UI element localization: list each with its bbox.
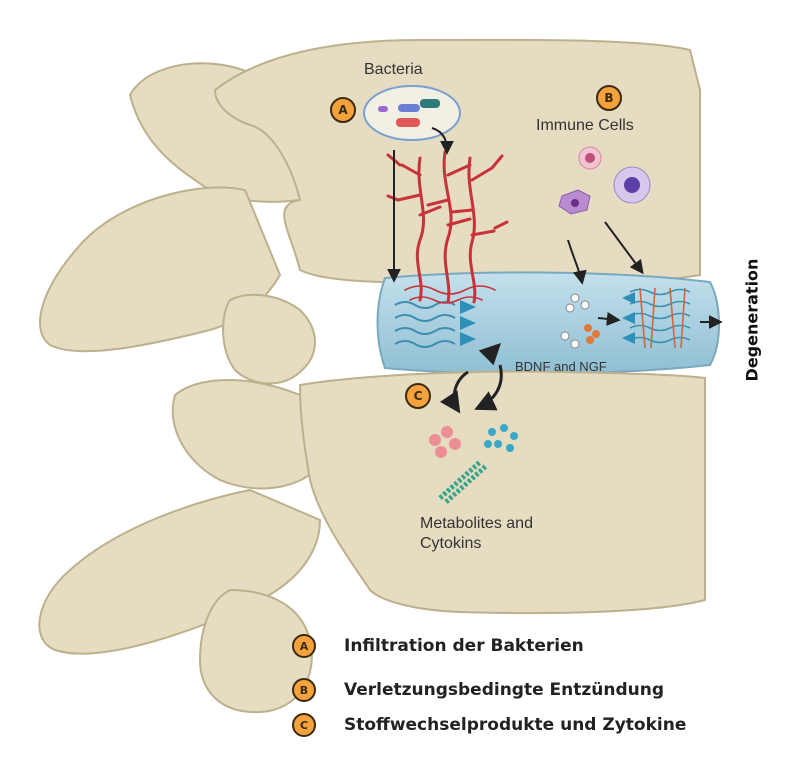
legend-item-b: B Verletzungsbedingte Entzündung (292, 675, 664, 705)
legend-item-a: A Infiltration der Bakterien (292, 631, 584, 661)
upper-vertebral-body (213, 38, 701, 286)
lower-vertebral-body (298, 370, 706, 615)
legend-text-c: Stoffwechselprodukte und Zytokine (344, 715, 687, 735)
lower-vertebra-processes (38, 379, 330, 714)
degeneration-label: Degeneration (742, 258, 762, 382)
disc-fibres-left (394, 301, 456, 348)
bacteria-cluster (363, 85, 461, 141)
badge-a: A (330, 97, 356, 123)
metabolites-label-line2: Cytokins (420, 535, 482, 552)
growth-factor-particles (560, 293, 600, 349)
metabolite-particles (429, 424, 518, 504)
degenerated-disc-region (629, 287, 691, 349)
bdnf-ngf-label: BDNF and NGF (515, 359, 607, 374)
legend-text-a: Infiltration der Bakterien (344, 636, 584, 656)
legend-item-c: C Stoffwechselprodukte und Zytokine (292, 710, 686, 740)
disc-cells-left (460, 300, 476, 346)
badge-c: C (405, 383, 431, 409)
legend-badge-b: B (292, 678, 316, 702)
immune-cells (558, 146, 651, 215)
blood-vessels (386, 150, 509, 304)
badge-b: B (596, 85, 622, 111)
metabolites-label-line1: Metabolites and (420, 515, 533, 532)
legend-badge-c: C (292, 713, 316, 737)
bacteria-label: Bacteria (364, 61, 423, 78)
legend-badge-a: A (292, 634, 316, 658)
legend-text-b: Verletzungsbedingte Entzündung (344, 680, 665, 700)
immune-cells-label: Immune Cells (536, 117, 634, 134)
pathway-arrows (387, 127, 723, 414)
disc-cells-right (622, 292, 635, 344)
